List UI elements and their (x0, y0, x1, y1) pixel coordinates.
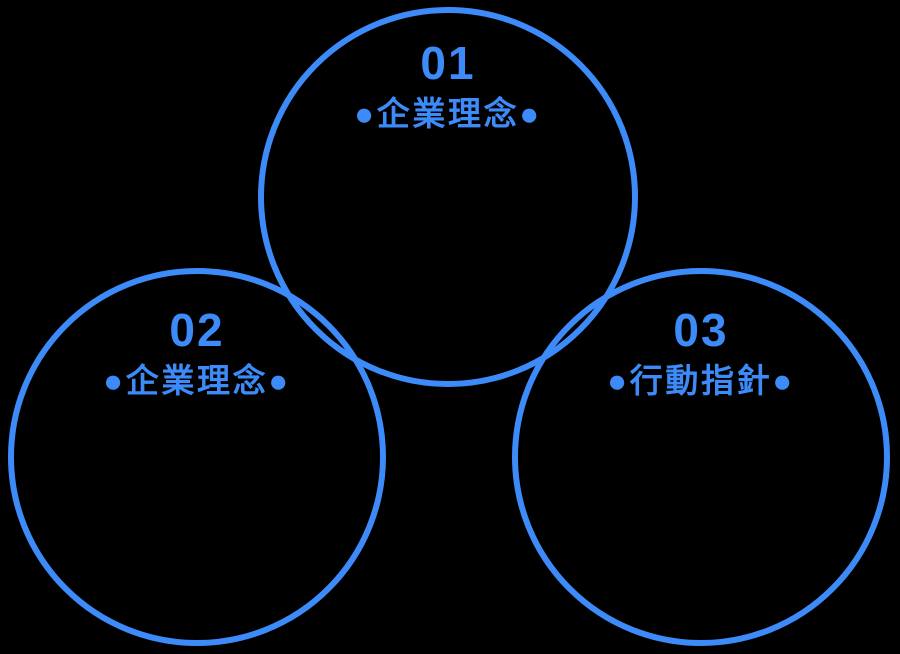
circle-02-number: 02 (169, 304, 225, 356)
circle-03-label: ●行動指針● (607, 362, 795, 399)
circle-01-label: ●企業理念● (354, 95, 542, 132)
circle-03: 03 ●行動指針● (512, 268, 890, 646)
circle-02-label: ●企業理念● (103, 362, 291, 399)
circle-03-number: 03 (673, 304, 729, 356)
circle-01-number: 01 (420, 37, 476, 89)
circle-01: 01 ●企業理念● (258, 7, 638, 387)
circle-02: 02 ●企業理念● (8, 268, 386, 646)
